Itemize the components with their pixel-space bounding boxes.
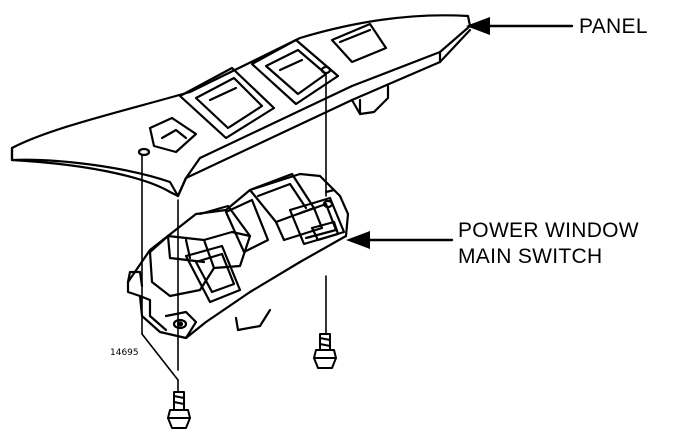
alignment-lines — [141, 73, 327, 393]
panel-arrow — [466, 17, 574, 35]
main-switch-label: MAIN SWITCH — [458, 245, 603, 268]
bolt-left — [167, 391, 191, 429]
switch-arrow — [346, 231, 454, 249]
main-switch-part — [126, 172, 350, 340]
bolt-right — [313, 333, 337, 369]
figure-number: 14695 — [110, 348, 139, 358]
panel-part — [10, 14, 472, 198]
power-window-label: POWER WINDOW — [458, 219, 639, 242]
panel-label: PANEL — [579, 15, 648, 38]
